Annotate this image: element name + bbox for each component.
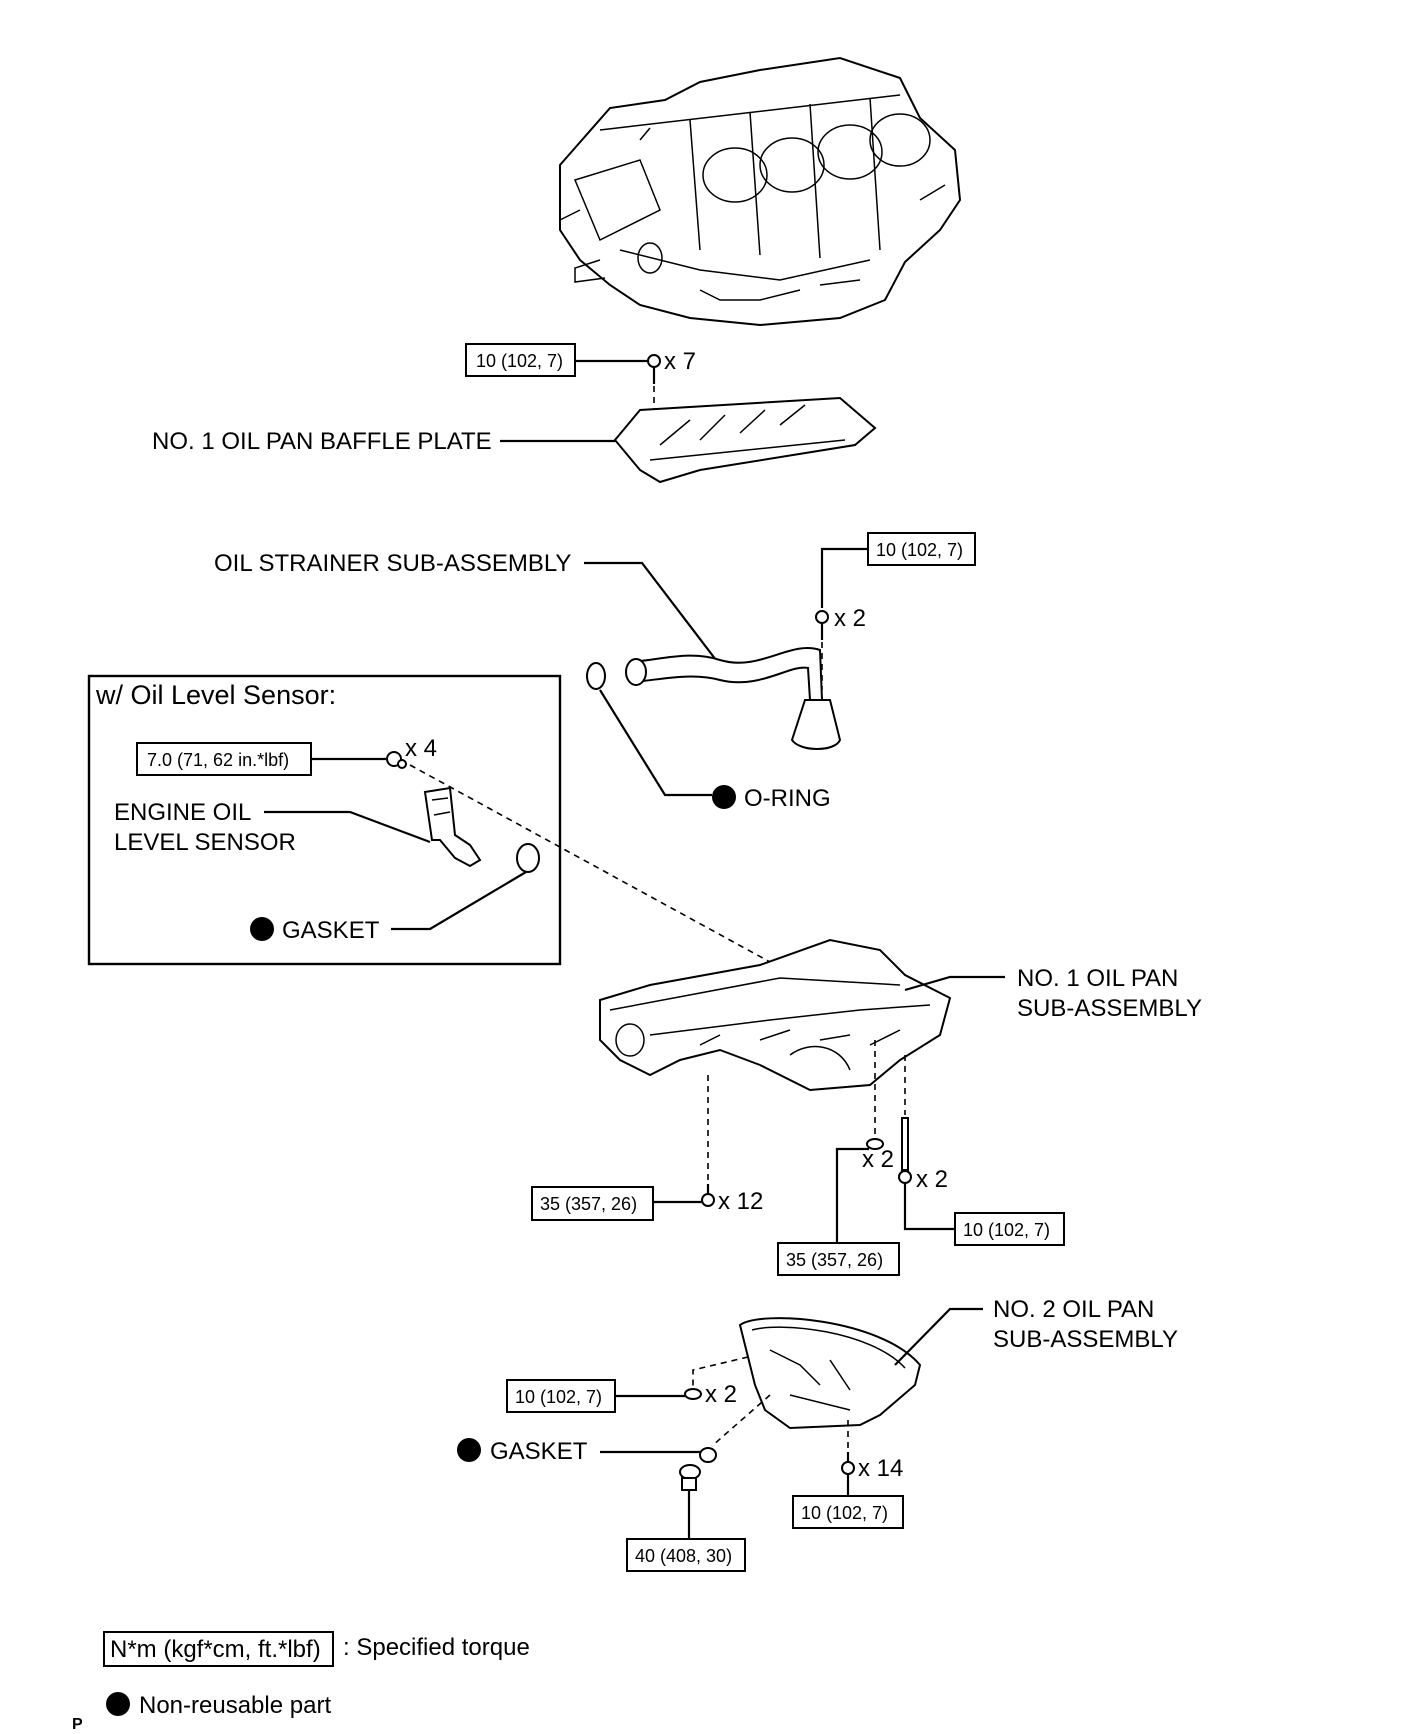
label-o-ring: O-RING [744,785,831,812]
legend-torque-text: : Specified torque [343,1634,530,1661]
drain-plug-icon [679,1464,701,1491]
bolt-icon [701,1184,715,1207]
torque-strainer: 10 (102, 7) [876,540,963,560]
oil-level-sensor-illustration [423,786,482,868]
label-sensor-gasket: GASKET [282,917,380,944]
torque-pan1-studs: 10 (102, 7) [963,1220,1050,1240]
oil-level-sensor-box: w/ Oil Level Sensor: 7.0 (71, 62 in.*lbf… [87,674,562,966]
torque-sensor: 7.0 (71, 62 in.*lbf) [147,750,289,770]
non-reusable-marker [712,785,736,809]
baffle-plate-illustration [613,396,877,484]
sensor-box-title: w/ Oil Level Sensor: [95,680,336,710]
label-baffle-plate: NO. 1 OIL PAN BAFFLE PLATE [152,428,492,455]
nut-icon [684,1388,702,1400]
legend-torque-box-text: N*m (kgf*cm, ft.*lbf) [110,1636,321,1663]
label-oil-pan2-line1: NO. 2 OIL PAN [993,1296,1154,1323]
bolt-icon [647,354,661,384]
o-ring-illustration [586,662,606,690]
torque-pan1-bolts: 35 (357, 26) [540,1194,637,1214]
stud-bolt-icon [898,1117,912,1184]
qty-baffle: x 7 [664,348,696,375]
label-oil-pan2-line2: SUB-ASSEMBLY [993,1326,1178,1353]
torque-pan1-nuts: 35 (357, 26) [786,1250,883,1270]
torque-box-pan2-nuts [506,1379,616,1413]
qty-pan1-bolts: x 12 [718,1188,763,1215]
non-reusable-marker [250,917,274,941]
no2-oil-pan-illustration [738,1317,922,1430]
legend-torque-box [103,1631,334,1667]
torque-box-sensor [136,742,312,776]
legend: N*m (kgf*cm, ft.*lbf) : Specified torque… [103,1631,530,1719]
non-reusable-marker [457,1438,481,1462]
baffle-plate-group: 10 (102, 7) x 7 NO. 1 OIL PAN BAFFLE PLA… [152,343,877,484]
engine-block-illustration [559,56,962,327]
label-sensor-line2: LEVEL SENSOR [114,829,296,856]
bolt-icon [841,1452,855,1475]
drain-gasket-illustration [699,1447,717,1463]
qty-pan2-nuts: x 2 [705,1381,737,1408]
torque-box-strainer [867,532,976,566]
non-reusable-marker [106,1692,130,1716]
qty-pan1-studs: x 2 [916,1166,948,1193]
corner-mark: P [72,1716,83,1733]
oil-strainer-group: OIL STRAINER SUB-ASSEMBLY 10 (102, 7) x … [214,532,976,812]
torque-pan2-bolts: 10 (102, 7) [801,1503,888,1523]
torque-drain-plug: 40 (408, 30) [635,1546,732,1566]
qty-pan1-nuts: x 2 [862,1146,894,1173]
qty-sensor: x 4 [405,735,437,762]
torque-box-pan1-studs [954,1212,1065,1246]
sensor-gasket-illustration [516,843,540,873]
torque-pan2-nuts: 10 (102, 7) [515,1387,602,1407]
qty-strainer: x 2 [834,605,866,632]
qty-pan2-bolts: x 14 [858,1455,903,1482]
oil-strainer-illustration [628,647,824,701]
label-oil-pan1-line1: NO. 1 OIL PAN [1017,965,1178,992]
label-oil-pan1-line2: SUB-ASSEMBLY [1017,995,1202,1022]
nut-icon [866,1138,884,1150]
no1-oil-pan-illustration [599,938,952,1092]
no1-oil-pan-group: NO. 1 OIL PAN SUB-ASSEMBLY x 12 35 (357,… [531,938,1202,1276]
torque-box-pan1-bolts [531,1186,654,1221]
bolt-icon [386,751,407,769]
torque-box-drain-plug [626,1538,746,1572]
torque-baffle: 10 (102, 7) [476,351,563,371]
no2-oil-pan-group: NO. 2 OIL PAN SUB-ASSEMBLY x 2 10 (102, … [457,1296,1178,1572]
torque-box-pan1-nuts [777,1242,900,1276]
legend-nonreusable-text: Non-reusable part [139,1692,331,1719]
label-sensor-line1: ENGINE OIL [114,799,251,826]
label-drain-gasket: GASKET [490,1438,588,1465]
torque-box-pan2-bolts [792,1495,904,1529]
bolt-icon [815,610,829,640]
label-oil-strainer: OIL STRAINER SUB-ASSEMBLY [214,550,571,577]
